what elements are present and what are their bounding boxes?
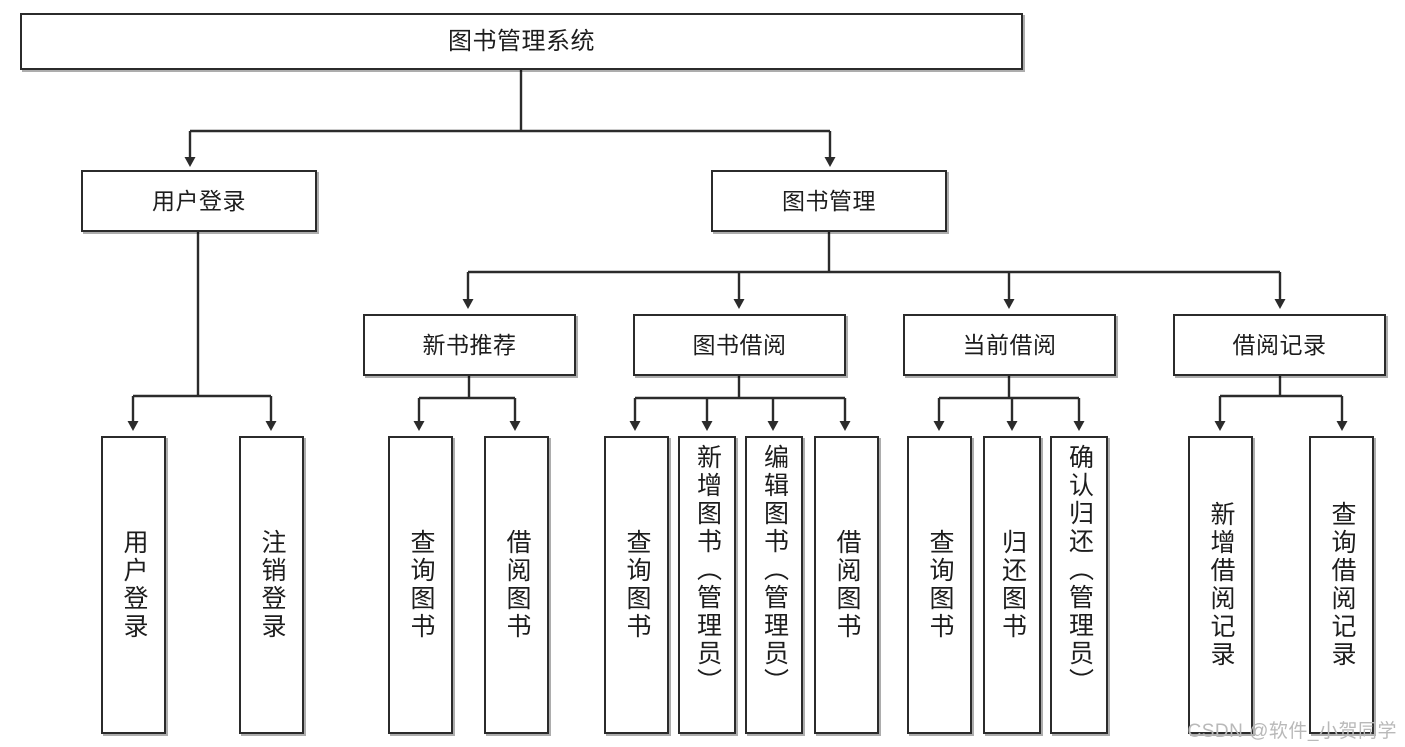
leaf-borrow-borrow-book[interactable]: 借阅图书	[814, 436, 879, 734]
node-borrow-record[interactable]: 借阅记录	[1173, 314, 1386, 376]
watermark-credit: CSDN @软件_小贺同学	[1187, 721, 1397, 742]
node-label: 图书管理	[782, 187, 876, 214]
node-label: 查询图书	[407, 529, 435, 641]
node-label: 用户登录	[120, 529, 148, 641]
leaf-current-query-book[interactable]: 查询图书	[907, 436, 972, 734]
leaf-borrow-edit-book-admin[interactable]: 编辑图书（管理员）	[745, 436, 803, 734]
leaf-current-return-book[interactable]: 归还图书	[983, 436, 1041, 734]
node-book-management[interactable]: 图书管理	[711, 170, 947, 232]
node-label: 当前借阅	[962, 331, 1057, 358]
leaf-record-add-record[interactable]: 新增借阅记录	[1188, 436, 1253, 734]
node-current-borrow[interactable]: 当前借阅	[903, 314, 1116, 376]
leaf-record-query-record[interactable]: 查询借阅记录	[1309, 436, 1374, 734]
node-label: 用户登录	[152, 187, 246, 214]
node-label: 编辑图书（管理员）	[760, 444, 789, 696]
node-label: 新增图书（管理员）	[693, 444, 722, 696]
node-label: 注销登录	[258, 529, 286, 641]
leaf-borrow-add-book-admin[interactable]: 新增图书（管理员）	[678, 436, 736, 734]
node-label: 查询借阅记录	[1328, 501, 1356, 669]
leaf-user-login-logout[interactable]: 注销登录	[239, 436, 304, 734]
node-user-login[interactable]: 用户登录	[81, 170, 317, 232]
node-label: 归还图书	[998, 529, 1027, 641]
node-new-book-recommend[interactable]: 新书推荐	[363, 314, 576, 376]
node-label: 借阅记录	[1232, 331, 1327, 358]
node-label: 查询图书	[623, 529, 651, 641]
node-label: 图书借阅	[692, 331, 787, 358]
leaf-recommend-query-book[interactable]: 查询图书	[388, 436, 453, 734]
leaf-current-confirm-return-admin[interactable]: 确认归还（管理员）	[1050, 436, 1108, 734]
node-label: 新增借阅记录	[1207, 501, 1235, 669]
node-label: 借阅图书	[833, 529, 861, 641]
node-label: 查询图书	[926, 529, 954, 641]
node-book-borrow[interactable]: 图书借阅	[633, 314, 846, 376]
node-label: 确认归还（管理员）	[1065, 444, 1094, 696]
leaf-borrow-query-book[interactable]: 查询图书	[604, 436, 669, 734]
node-label: 图书管理系统	[448, 27, 595, 55]
node-root-system[interactable]: 图书管理系统	[20, 13, 1023, 70]
node-label: 新书推荐	[422, 331, 517, 358]
leaf-recommend-borrow-book[interactable]: 借阅图书	[484, 436, 549, 734]
node-label: 借阅图书	[503, 529, 531, 641]
leaf-user-login-login[interactable]: 用户登录	[101, 436, 166, 734]
